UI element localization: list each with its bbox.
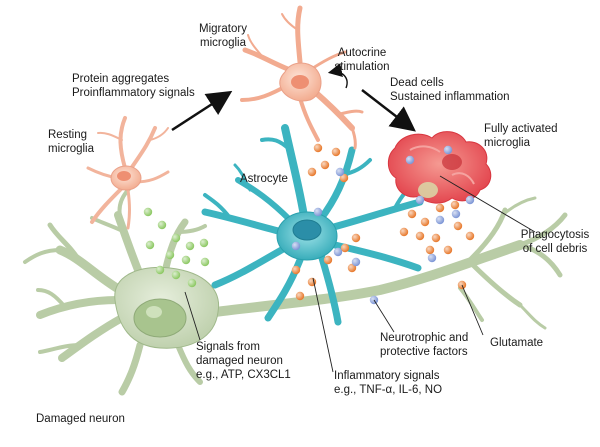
blue-signal-dot-highlight xyxy=(435,215,445,225)
orange-signal-dot-highlight xyxy=(331,147,341,157)
neuron-nucleus xyxy=(133,298,187,338)
green-signal-dot-highlight xyxy=(199,238,209,248)
autocrine-arrow xyxy=(327,63,348,89)
astrocyte-nucleus xyxy=(292,219,322,241)
orange-signal-dot-highlight xyxy=(415,231,425,241)
orange-signal-dot-highlight xyxy=(435,203,445,213)
green-signal-dot-highlight xyxy=(165,250,175,260)
orange-signal-dot-highlight xyxy=(291,265,301,275)
pointer-lines xyxy=(184,175,536,373)
label-glutamate: Glutamate xyxy=(490,337,544,349)
label-neurotrophic-factors: Neurotrophic and protective factors xyxy=(380,332,469,358)
blue-signal-dot-highlight xyxy=(405,155,415,165)
resting-microglia xyxy=(86,116,170,230)
blue-signal-dot-highlight xyxy=(313,207,323,217)
orange-signal-dot-highlight xyxy=(420,217,430,227)
green-signal-dot-highlight xyxy=(145,240,155,250)
orange-signal-dot-highlight xyxy=(320,160,330,170)
orange-signal-dot-highlight xyxy=(399,227,409,237)
green-signal-dot-highlight xyxy=(171,233,181,243)
label-inflammatory-signals: Inflammatory signals e.g., TNF-α, IL-6, … xyxy=(334,370,443,396)
green-signal-dot-highlight xyxy=(181,255,191,265)
blue-signal-dot-highlight xyxy=(351,257,361,267)
blue-signal-dot-highlight xyxy=(443,145,453,155)
blue-signal-dot-highlight xyxy=(291,241,301,251)
orange-signal-dot-highlight xyxy=(425,245,435,255)
blue-signal-dot-highlight xyxy=(333,247,343,257)
blue-signal-dot-highlight xyxy=(427,253,437,263)
label-signals-from-damaged-neuron: Signals from damaged neuron e.g., ATP, C… xyxy=(196,341,291,381)
label-dead-cells: Dead cells Sustained inflammation xyxy=(390,77,510,103)
blue-signal-dot-highlight xyxy=(465,195,475,205)
orange-signal-dot-highlight xyxy=(307,277,317,287)
damaged-neuron xyxy=(23,186,568,396)
label-phagocytosis: Phagocytosis of cell debris xyxy=(520,229,590,255)
green-signal-dot-highlight xyxy=(185,241,195,251)
migratory-microglia xyxy=(240,5,364,150)
orange-signal-dot-highlight xyxy=(323,255,333,265)
orange-signal-dot-highlight xyxy=(347,263,357,273)
label-autocrine-stimulation: Autocrine stimulation xyxy=(334,47,390,73)
orange-signal-dot-highlight xyxy=(351,233,361,243)
orange-signal-dot-highlight xyxy=(443,245,453,255)
orange-signal-dot-highlight xyxy=(340,243,350,253)
astrocyte xyxy=(201,124,424,326)
arrow-migratory-to-activated xyxy=(361,89,416,132)
label-protein-aggregates: Protein aggregates Proinflammatory signa… xyxy=(72,73,195,99)
orange-signal-dot-highlight xyxy=(307,167,317,177)
orange-signal-dot-highlight xyxy=(450,200,460,210)
label-astrocyte: Astrocyte xyxy=(240,173,288,185)
green-signal-dot-highlight xyxy=(187,278,197,288)
orange-signal-dot-highlight xyxy=(295,291,305,301)
label-migratory-microglia: Migratory microglia xyxy=(199,23,247,49)
orange-signal-dot-highlight xyxy=(453,221,463,231)
orange-signal-dot-highlight xyxy=(431,233,441,243)
blue-signal-dot-highlight xyxy=(335,167,345,177)
orange-signal-dot-highlight xyxy=(339,173,349,183)
blue-signal-dot-highlight xyxy=(451,209,461,219)
label-fully-activated-microglia: Fully activated microglia xyxy=(484,123,558,149)
orange-signal-dot-highlight xyxy=(407,209,417,219)
orange-signal-dot-highlight xyxy=(313,143,323,153)
green-signal-dot-highlight xyxy=(155,265,165,275)
label-resting-microglia: Resting microglia xyxy=(48,129,95,155)
arrow-resting-to-migratory xyxy=(171,90,233,132)
label-damaged-neuron: Damaged neuron xyxy=(36,413,125,425)
green-signal-dot-highlight xyxy=(143,207,153,217)
fully-activated-microglia xyxy=(387,131,492,204)
blue-signal-dot-highlight xyxy=(415,195,425,205)
orange-signal-dot-highlight xyxy=(465,231,475,241)
green-signal-dot-highlight xyxy=(171,270,181,280)
green-signal-dot-highlight xyxy=(200,257,210,267)
green-signal-dot-highlight xyxy=(157,220,167,230)
